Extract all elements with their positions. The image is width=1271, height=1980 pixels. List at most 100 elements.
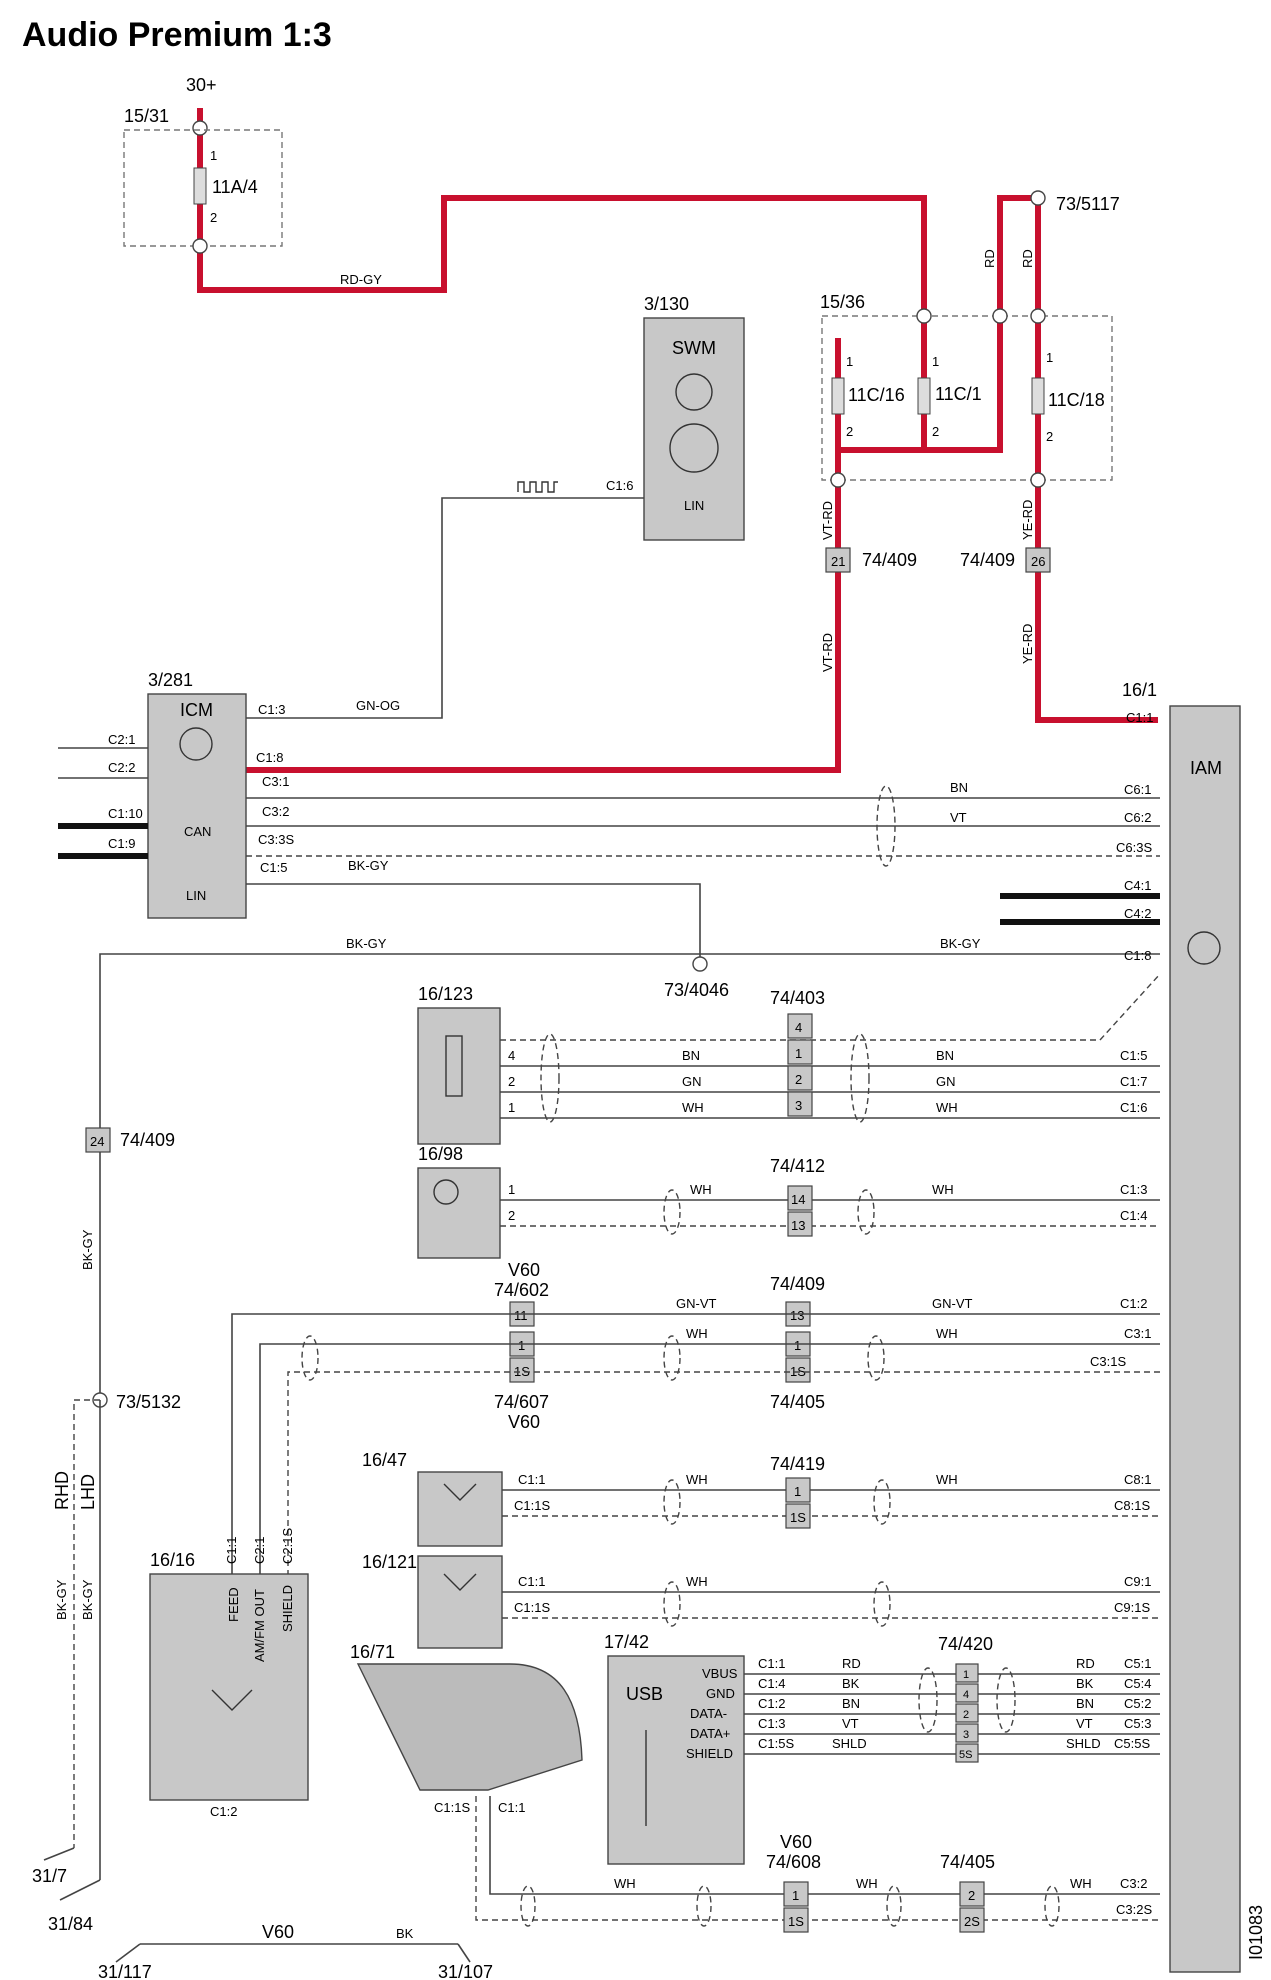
pin-label: C1:1	[758, 1656, 785, 1671]
label-amfm: AM/FM OUT	[252, 1589, 267, 1662]
svg-text:5S: 5S	[959, 1749, 972, 1761]
connector-pin	[509, 1357, 535, 1383]
pin-label: C1:4	[1120, 1208, 1147, 1223]
pin-label: C3:2	[262, 804, 289, 819]
wire-color-gn: GN	[936, 1074, 956, 1089]
pin-label: C1:10	[108, 806, 143, 821]
wire-color-wh: WH	[936, 1472, 958, 1487]
wire-color-rd: RD	[982, 249, 997, 268]
svg-text:26: 26	[1031, 554, 1045, 569]
splice-4046: 73/4046	[664, 980, 729, 1000]
wire-color-bk: BK	[1076, 1676, 1094, 1691]
pin-label: C3:2	[1120, 1876, 1147, 1891]
wire-color-bkgy: BK-GY	[80, 1579, 95, 1620]
pin-label: C8:1S	[1114, 1498, 1150, 1513]
wire-color-vt: VT	[1076, 1716, 1093, 1731]
icm-name: ICM	[180, 700, 213, 720]
ground-31-107: 31/107	[438, 1962, 493, 1980]
pin-label: C5:1	[1124, 1656, 1151, 1671]
svg-text:1: 1	[518, 1338, 525, 1353]
svg-text:4: 4	[508, 1048, 515, 1063]
wire-color-rdgy: RD-GY	[340, 272, 382, 287]
swm-module	[643, 317, 745, 541]
icm-can: CAN	[184, 824, 211, 839]
svg-text:1: 1	[792, 1888, 799, 1903]
terminal	[992, 308, 1008, 324]
fuse-box-right	[821, 315, 1113, 481]
supply-30plus: 30+	[186, 75, 217, 95]
glass-antenna-id: 16/71	[350, 1642, 395, 1662]
wire-color-yerd: YE-RD	[1020, 500, 1035, 540]
connector-pin	[785, 1357, 811, 1383]
wire-color-wh: WH	[932, 1182, 954, 1197]
terminal	[916, 308, 932, 324]
pin-label: C1:1	[498, 1800, 525, 1815]
pin-label: C8:1	[1124, 1472, 1151, 1487]
wire-color-rd: RD	[842, 1656, 861, 1671]
wire-color-wh: WH	[936, 1100, 958, 1115]
splice-5117: 73/5117	[1056, 194, 1120, 214]
pin-label: C1:1	[1126, 710, 1153, 725]
connector-409: 74/409	[120, 1130, 175, 1150]
connector-pin	[825, 547, 851, 573]
svg-text:2: 2	[963, 1709, 969, 1721]
pin-label: C5:3	[1124, 1716, 1151, 1731]
variant-v60: V60	[262, 1922, 294, 1942]
iam-name: IAM	[1190, 758, 1222, 778]
connector-pin	[1025, 547, 1051, 573]
ground-31-7: 31/7	[32, 1866, 67, 1886]
wire-color-bkgy: BK-GY	[80, 1229, 95, 1270]
pin-label: C1:2	[758, 1696, 785, 1711]
connector-409: 74/409	[770, 1274, 825, 1294]
usb-port	[607, 1655, 745, 1865]
connector-pin	[85, 1127, 111, 1153]
wire-color-gnog: GN-OG	[356, 698, 400, 713]
pin-label: C9:1	[1124, 1574, 1151, 1589]
antenna-module	[417, 1555, 503, 1649]
variant-v60: V60	[508, 1412, 540, 1432]
connector-pin	[785, 1477, 811, 1503]
pin-label: C2:1S	[280, 1528, 295, 1564]
figure-id: I01083	[1246, 1905, 1266, 1960]
aux-input	[417, 1007, 501, 1145]
wire-color-gn: GN	[682, 1074, 702, 1089]
glass-antenna	[356, 1663, 583, 1791]
ground-31-84: 31/84	[48, 1914, 93, 1934]
antenna-icon	[443, 1483, 477, 1501]
connector-pin	[959, 1881, 985, 1907]
svg-text:1: 1	[795, 1046, 802, 1061]
connector-pin	[959, 1907, 985, 1933]
wire-color-bn: BN	[950, 780, 968, 795]
wire-color-wh: WH	[686, 1574, 708, 1589]
svg-text:11: 11	[514, 1308, 528, 1323]
label-feed: FEED	[226, 1587, 241, 1622]
label-shield: SHIELD	[280, 1585, 295, 1632]
wire-color-bkgy: BK-GY	[346, 936, 387, 951]
pin-label: C4:1	[1124, 878, 1151, 893]
wire-color-rd: RD	[1076, 1656, 1095, 1671]
label-lhd: LHD	[78, 1474, 98, 1510]
icm-id: 3/281	[148, 670, 193, 690]
pin-label: C1:1S	[514, 1600, 550, 1615]
svg-text:13: 13	[791, 1218, 805, 1233]
wire-color-wh: WH	[936, 1326, 958, 1341]
pin-label: C1:2	[1120, 1296, 1147, 1311]
terminal	[830, 472, 846, 488]
svg-text:1: 1	[846, 354, 853, 369]
antenna-16-id: 16/16	[150, 1550, 195, 1570]
connector-pin	[787, 1185, 813, 1211]
audio-jack-icon	[445, 1035, 463, 1097]
transistor-icon	[179, 727, 213, 761]
pin-label: C1:1S	[434, 1800, 470, 1815]
terminal	[1030, 472, 1046, 488]
wire-color-bk: BK	[842, 1676, 860, 1691]
wire-color-wh: WH	[686, 1472, 708, 1487]
svg-text:1S: 1S	[514, 1364, 530, 1379]
antenna-module	[417, 1471, 503, 1547]
svg-text:2: 2	[508, 1208, 515, 1223]
svg-text:21: 21	[831, 554, 845, 569]
pin-label: C1:9	[108, 836, 135, 851]
pin-label: C1:3	[758, 1716, 785, 1731]
antenna-icon	[211, 1689, 253, 1711]
